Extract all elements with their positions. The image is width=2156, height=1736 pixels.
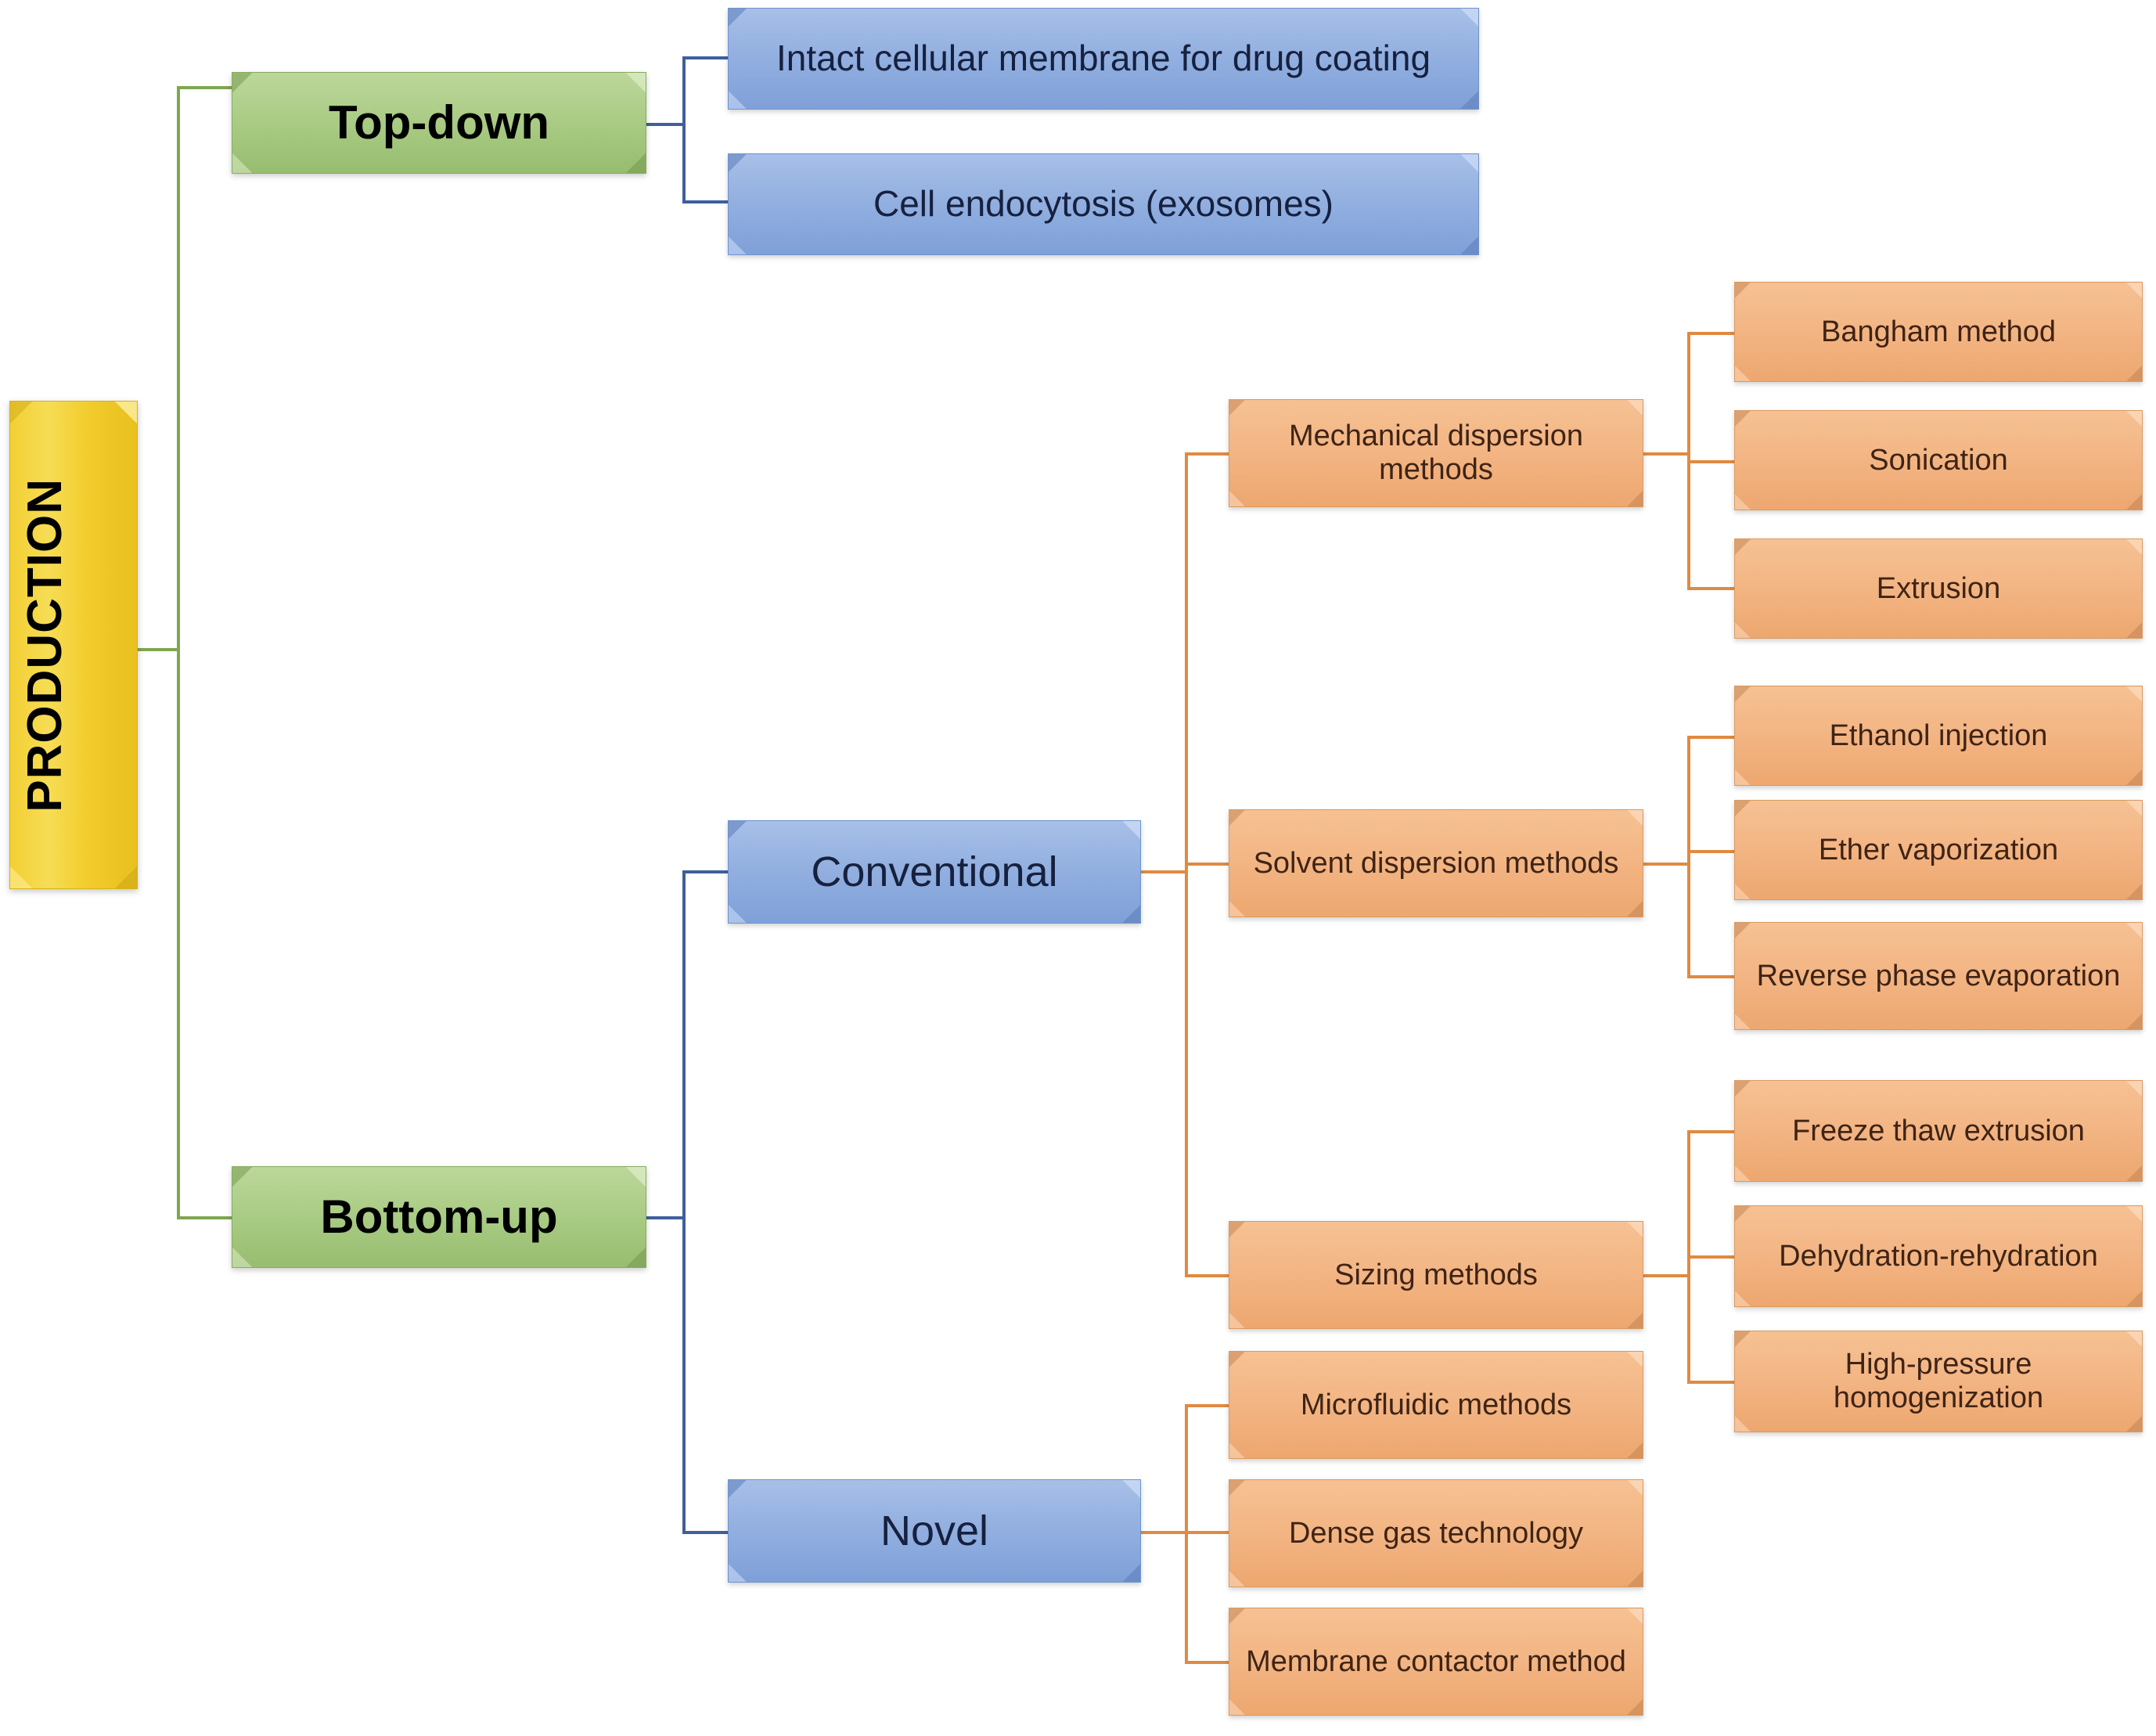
node-novel[interactable]: Novel [728,1479,1141,1583]
node-dehydration-rehydration-label: Dehydration-rehydration [1779,1239,2098,1273]
connector-bottomup-stub [640,1216,686,1219]
node-high-pressure-homogenization-label: High-pressure homogenization [1833,1348,2044,1414]
node-bottom-up[interactable]: Bottom-up [232,1166,646,1268]
connector-sizing-to-highpressure [1687,1381,1736,1384]
connector-novel-to-microfluidic [1185,1404,1230,1407]
connector-solvent-trunk [1687,736,1690,978]
connector-root-stub [138,648,180,651]
connector-novel-stub [1141,1531,1186,1534]
connector-topdown-trunk [682,56,686,203]
node-extrusion-label: Extrusion [1876,571,2001,605]
node-intact-cellular-membrane-label: Intact cellular membrane for drug coatin… [776,38,1431,79]
connector-solvent-stub [1643,863,1689,866]
connector-mechanical-stub [1643,452,1689,456]
connector-novel-to-membrane [1185,1661,1230,1664]
connector-sizing-stub [1643,1274,1689,1277]
connector-green-trunk [177,86,180,1219]
node-intact-cellular-membrane[interactable]: Intact cellular membrane for drug coatin… [728,8,1479,110]
connector-mechanical-to-bangham [1687,332,1736,335]
node-ethanol-injection[interactable]: Ethanol injection [1734,686,2143,786]
node-reverse-phase-evaporation-label: Reverse phase evaporation [1756,959,2121,992]
connector-conventional-to-mechanical [1185,452,1230,456]
node-solvent-dispersion-methods[interactable]: Solvent dispersion methods [1229,809,1643,917]
node-mechanical-dispersion-methods[interactable]: Mechanical dispersion methods [1229,399,1643,507]
node-dense-gas-technology-label: Dense gas technology [1288,1516,1584,1550]
node-sizing-methods-label: Sizing methods [1334,1258,1538,1291]
node-freeze-thaw-extrusion[interactable]: Freeze thaw extrusion [1734,1080,2143,1182]
node-membrane-contactor-method[interactable]: Membrane contactor method [1229,1608,1643,1716]
node-production-label: PRODUCTION [18,477,72,812]
node-bangham-method[interactable]: Bangham method [1734,282,2143,382]
connector-conventional-stub [1141,870,1186,873]
node-conventional-label: Conventional [811,848,1058,895]
connector-solvent-to-reverse [1687,975,1736,978]
connector-sizing-to-freezethaw [1687,1130,1736,1133]
connector-bottomup-trunk [682,870,686,1534]
connector-sizing-to-dehydration [1687,1255,1736,1259]
node-freeze-thaw-extrusion-label: Freeze thaw extrusion [1792,1114,2085,1147]
node-conventional[interactable]: Conventional [728,820,1141,924]
node-extrusion[interactable]: Extrusion [1734,538,2143,639]
node-cell-endocytosis-label: Cell endocytosis (exosomes) [873,183,1334,225]
node-reverse-phase-evaporation[interactable]: Reverse phase evaporation [1734,922,2143,1030]
node-bottom-up-label: Bottom-up [320,1190,558,1244]
node-microfluidic-methods-label: Microfluidic methods [1300,1388,1572,1421]
connector-green-to-topdown [177,86,233,89]
connector-topdown-stub [640,123,686,126]
node-microfluidic-methods[interactable]: Microfluidic methods [1229,1351,1643,1459]
connector-novel-to-densegas [1185,1531,1230,1534]
node-sonication[interactable]: Sonication [1734,410,2143,510]
connector-mechanical-to-extrusion [1687,587,1736,590]
node-dehydration-rehydration[interactable]: Dehydration-rehydration [1734,1205,2143,1307]
node-production[interactable]: PRODUCTION [9,401,138,889]
node-novel-label: Novel [880,1507,989,1554]
node-dense-gas-technology[interactable]: Dense gas technology [1229,1479,1643,1587]
node-bangham-method-label: Bangham method [1821,315,2056,348]
connector-conventional-to-sizing [1185,1274,1230,1277]
node-membrane-contactor-method-label: Membrane contactor method [1246,1644,1626,1678]
connector-novel-trunk [1185,1404,1188,1664]
connector-solvent-to-ethanol [1687,736,1736,739]
node-ethanol-injection-label: Ethanol injection [1829,719,2048,752]
connector-bottomup-to-conventional [682,870,728,873]
node-solvent-dispersion-methods-label: Solvent dispersion methods [1253,846,1619,880]
connector-bottomup-to-novel [682,1531,728,1534]
node-cell-endocytosis[interactable]: Cell endocytosis (exosomes) [728,153,1479,255]
node-top-down-label: Top-down [328,96,550,149]
connector-topdown-to-intact [682,56,729,59]
node-ether-vaporization[interactable]: Ether vaporization [1734,800,2143,900]
node-sonication-label: Sonication [1869,443,2008,477]
node-top-down[interactable]: Top-down [232,72,646,174]
connector-solvent-to-ether [1687,850,1736,853]
node-ether-vaporization-label: Ether vaporization [1818,833,2059,866]
connector-mechanical-to-sonication [1687,460,1736,463]
connector-conventional-to-solvent [1185,863,1230,866]
connector-topdown-to-endocytosis [682,200,729,203]
node-sizing-methods[interactable]: Sizing methods [1229,1221,1643,1329]
node-mechanical-dispersion-methods-label: Mechanical dispersion methods [1289,420,1583,486]
connector-green-to-bottomup [177,1216,233,1219]
node-high-pressure-homogenization[interactable]: High-pressure homogenization [1734,1331,2143,1432]
